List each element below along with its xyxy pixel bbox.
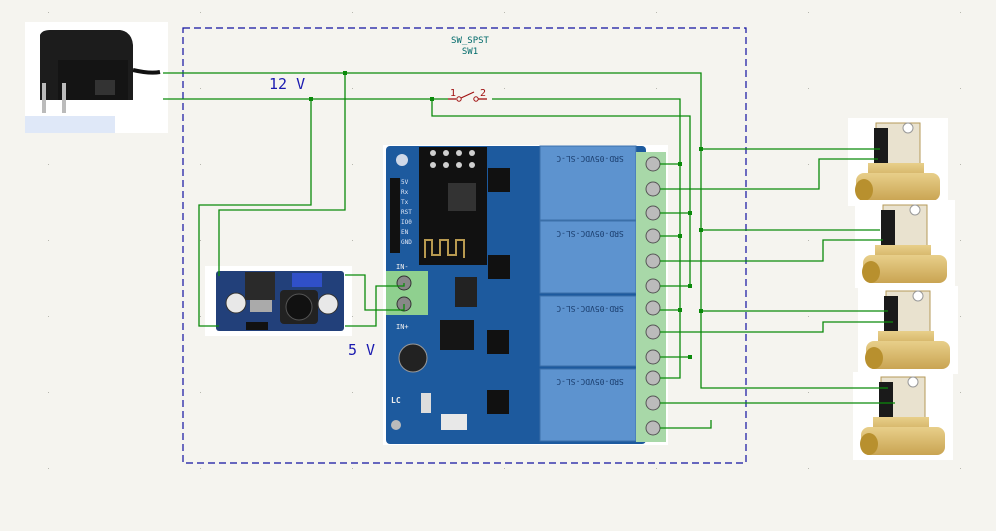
header-pin-tx: Tx — [401, 199, 409, 206]
relay-label: SRD-05VDC-SL-C — [556, 229, 624, 238]
header-pin-io0: IO0 — [401, 219, 412, 226]
header-pin-rx: Rx — [401, 189, 409, 196]
header-pin-en: EN — [401, 229, 409, 236]
buck-converter[interactable] — [205, 266, 352, 336]
board-in-minus: IN- — [396, 263, 409, 271]
solenoid-valve-1[interactable] — [848, 118, 948, 206]
relay-label: SRD-05VDC-SL-C — [556, 304, 624, 313]
junctions — [309, 71, 703, 359]
relay-board[interactable] — [383, 145, 668, 445]
switch-value: SW_SPST — [451, 36, 489, 46]
header-pin-rst: RST — [401, 209, 412, 216]
wires — [163, 72, 895, 429]
solenoid-valve-4[interactable] — [853, 372, 953, 460]
solenoid-valve-3[interactable] — [858, 286, 958, 374]
switch-reference: SW1 — [461, 47, 479, 57]
switch-pin1: 1 — [450, 88, 457, 99]
relay-label: SRD-05VDC-SL-C — [556, 154, 624, 163]
net-label-12v: 12 V — [269, 75, 306, 93]
header-pin-gnd: GND — [401, 239, 412, 246]
net-label-5v: 5 V — [348, 341, 376, 359]
relay-k4 — [539, 368, 637, 442]
switch-pin2: 2 — [480, 88, 487, 99]
header-pin-5v: 5V — [401, 179, 409, 186]
output-screw-terminals — [645, 156, 661, 436]
board-in-plus: IN+ — [396, 323, 409, 331]
board-lc-label: LC — [391, 396, 401, 405]
relay-label: SRD-05VDC-SL-C — [556, 377, 624, 386]
power-adapter[interactable] — [25, 22, 168, 133]
switch-sw1-symbol[interactable] — [448, 91, 492, 104]
solenoid-valve-2[interactable] — [855, 200, 955, 288]
sheet-border — [182, 27, 747, 464]
relay-k3 — [539, 295, 637, 367]
relay-k2 — [539, 220, 637, 294]
relay-k1 — [539, 145, 637, 221]
